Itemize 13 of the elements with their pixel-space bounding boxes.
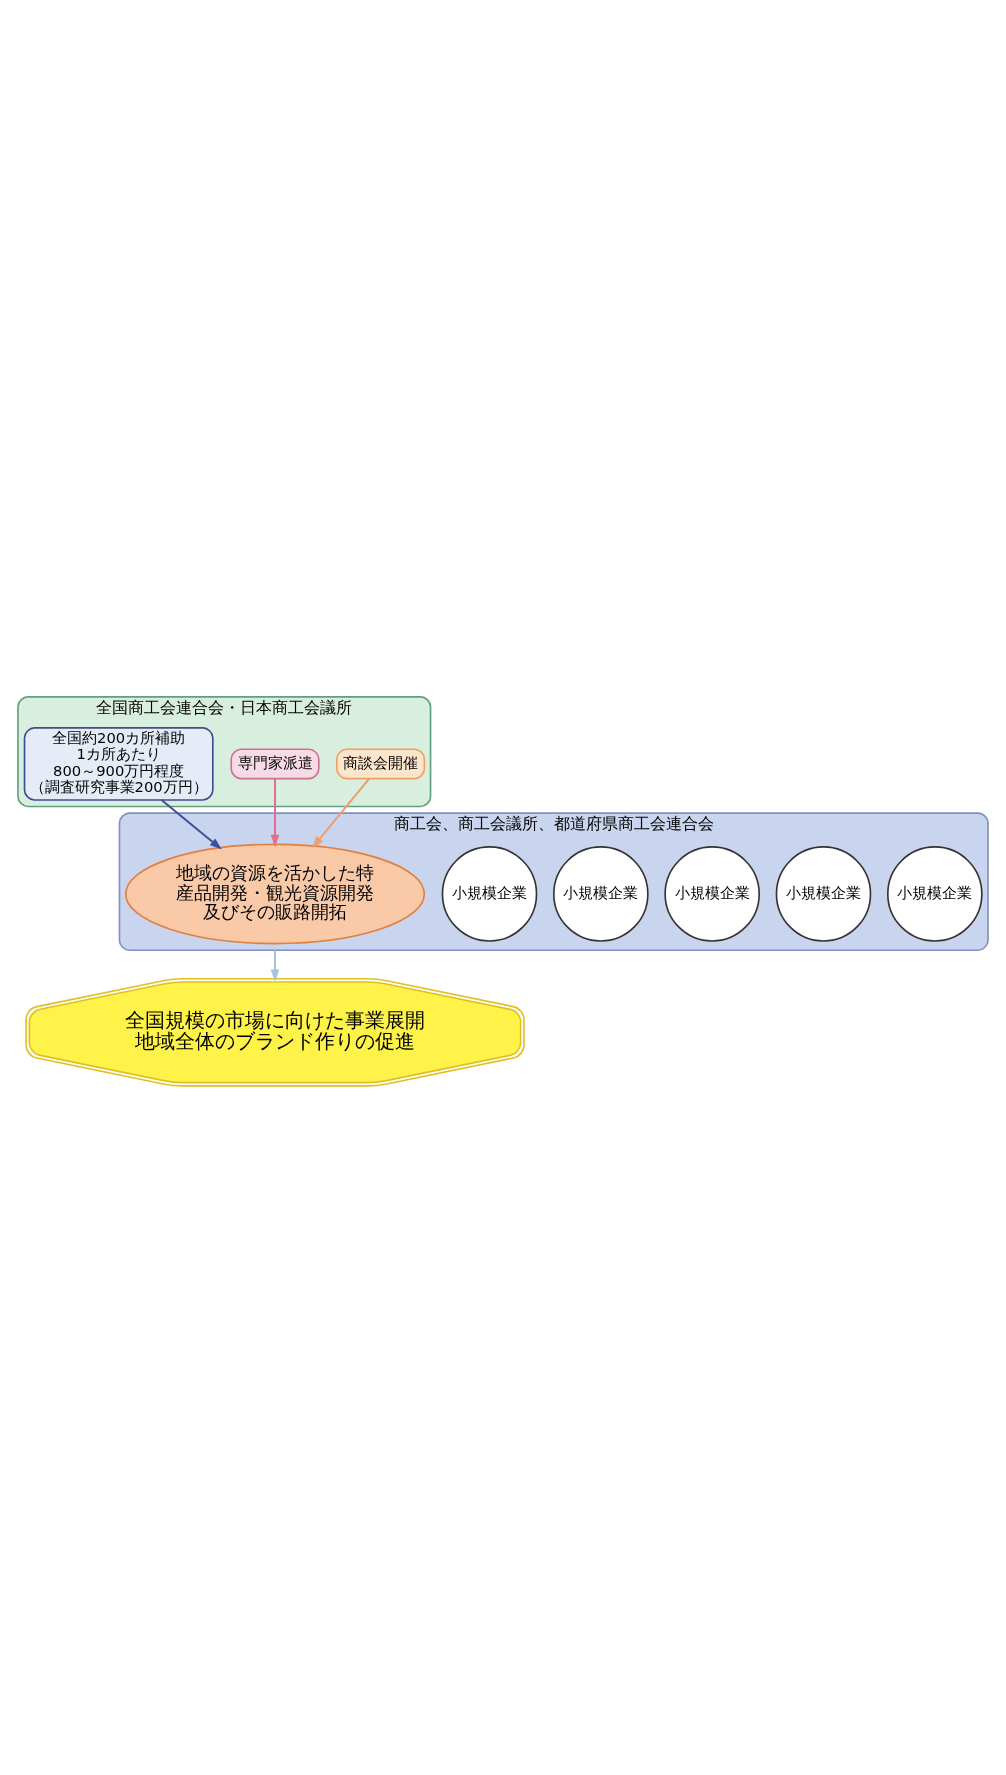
node-circle: 小規模企業	[553, 845, 649, 942]
arrow	[270, 949, 280, 982]
node-ellipse: 地域の資源を活かした特産品開発・観光資源開発及びその販路開拓	[124, 843, 426, 944]
arrow	[270, 778, 280, 847]
node-circle: 小規模企業	[886, 845, 983, 942]
node-box: 専門家派遣	[230, 747, 320, 779]
node-circle: 小規模企業	[441, 845, 538, 942]
arrow	[311, 777, 370, 848]
node-box: 商談会開催	[336, 747, 426, 779]
node-circle: 小規模企業	[775, 845, 872, 942]
node-box: 全国約200カ所補助 1カ所あたり 800～900万円程度 （調査研究事業200万円）	[23, 726, 214, 801]
node-circle: 小規模企業	[664, 845, 760, 942]
arrow	[160, 798, 222, 850]
